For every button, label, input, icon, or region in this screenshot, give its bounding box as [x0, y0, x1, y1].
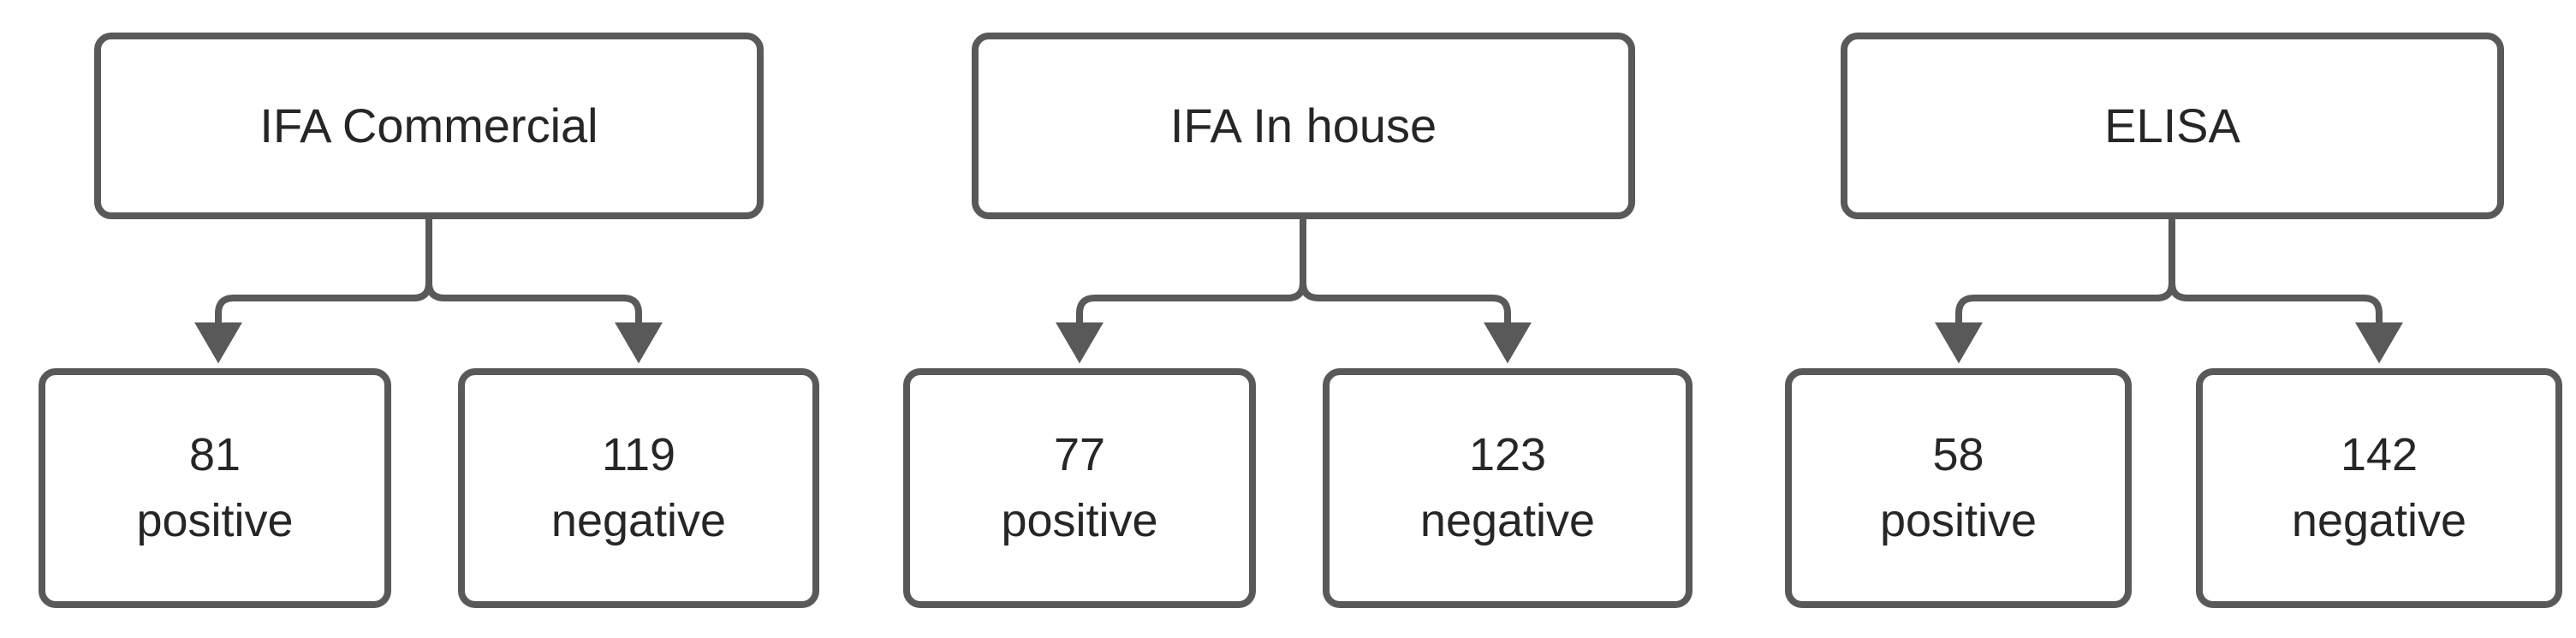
connector-ifa-inhouse — [1056, 216, 1532, 364]
connector-ifa-commercial — [194, 216, 663, 364]
node-count: 123 — [1468, 428, 1547, 480]
node-result: negative — [550, 495, 727, 546]
node-result: positive — [136, 495, 294, 546]
node-count: 77 — [1053, 428, 1106, 480]
node-ifa-commercial-negative[interactable]: 119 negative — [458, 368, 819, 608]
node-ifa-in-house-positive[interactable]: 77 positive — [903, 368, 1256, 608]
node-elisa[interactable]: ELISA — [1841, 33, 2504, 219]
node-count: 119 — [601, 428, 676, 480]
node-count: 142 — [2340, 428, 2418, 480]
node-label: ELISA — [2104, 98, 2240, 152]
node-count: 81 — [188, 428, 241, 480]
node-elisa-negative[interactable]: 142 negative — [2196, 368, 2562, 608]
node-label: IFA In house — [1169, 98, 1437, 152]
node-label: IFA Commercial — [259, 98, 598, 152]
node-elisa-positive[interactable]: 58 positive — [1785, 368, 2132, 608]
node-result: positive — [1879, 495, 2038, 546]
connector-ifa-inhouse-negative — [1300, 216, 1532, 364]
connector-elisa-positive — [1935, 216, 2175, 364]
node-ifa-in-house[interactable]: IFA In house — [972, 33, 1635, 219]
node-result: negative — [1419, 495, 1596, 546]
connector-elisa — [1935, 216, 2403, 364]
node-ifa-commercial-positive[interactable]: 81 positive — [39, 368, 391, 608]
connector-elisa-negative — [2168, 216, 2403, 364]
node-count: 58 — [1932, 428, 1984, 480]
node-result: negative — [2291, 495, 2467, 546]
node-result: positive — [1001, 495, 1158, 546]
node-ifa-commercial[interactable]: IFA Commercial — [94, 33, 764, 219]
connector-ifa-commercial-negative — [425, 216, 663, 364]
connector-ifa-commercial-positive — [194, 216, 432, 364]
connector-ifa-inhouse-positive — [1056, 216, 1306, 364]
node-ifa-in-house-negative[interactable]: 123 negative — [1323, 368, 1693, 608]
